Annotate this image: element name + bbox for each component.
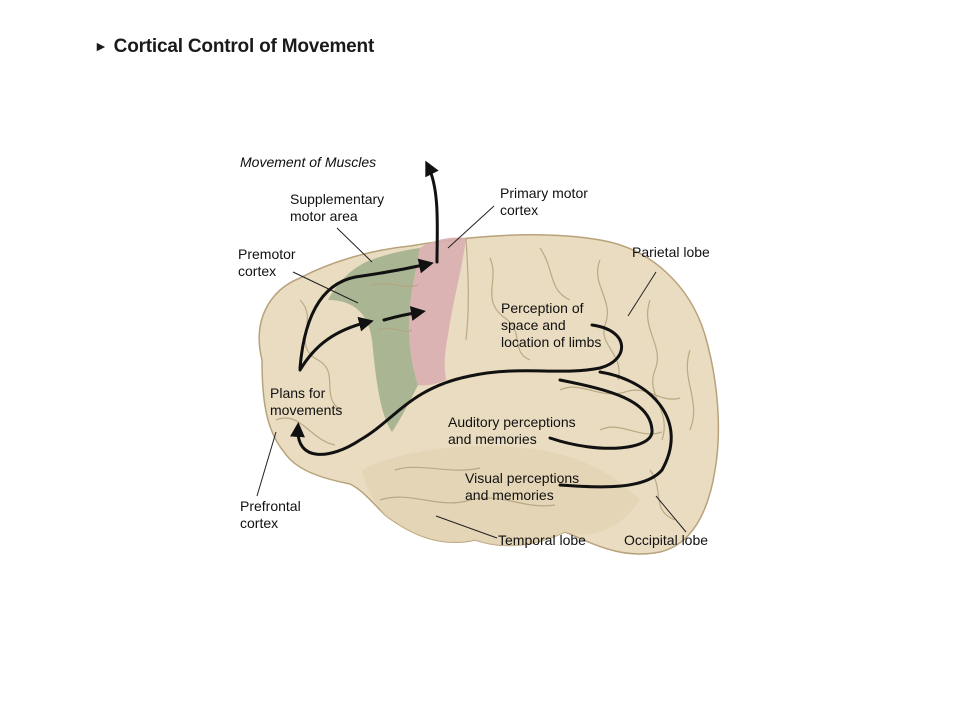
label-parietal-lobe: Parietal lobe (632, 244, 710, 260)
label-temporal-lobe: Temporal lobe (498, 532, 586, 548)
label-auditory-perceptions: Auditory perceptions and memories (448, 414, 576, 447)
label-visual-perceptions: Visual perceptions and memories (465, 470, 580, 503)
premotor-region (328, 248, 420, 432)
label-occipital-lobe: Occipital lobe (624, 532, 709, 548)
label-prefrontal-cortex: Prefrontal cortex (240, 498, 301, 531)
title-text: Cortical Control of Movement (113, 36, 375, 57)
label-primary-motor-cortex: Primary motor cortex (500, 185, 588, 218)
arrow-perceptions-to-plans (289, 323, 623, 456)
leader-lines (256, 205, 687, 539)
label-plans-for-movements: Plans for movements (270, 385, 343, 418)
label-perception-space: Perception of space and location of limb… (501, 300, 602, 350)
gyrus-lines (275, 237, 695, 521)
label-premotor-cortex: Premotor cortex (238, 246, 296, 279)
arrow-visual-loop (558, 370, 673, 489)
motor-cortex-region (409, 237, 466, 386)
arrow-auditory-loop (548, 378, 654, 450)
pathway-arrows (289, 160, 673, 489)
arrow-plans-to-supplementary (298, 258, 434, 370)
temporal-lobe-shading (362, 446, 640, 546)
label-movement-of-muscles: Movement of Muscles (240, 154, 377, 170)
bullet-triangle-icon: ► (94, 38, 108, 54)
arrow-plans-to-premotor (298, 316, 374, 372)
arrow-to-muscles (425, 160, 439, 264)
page-title: ► Cortical Control of Movement (94, 36, 374, 58)
arrow-premotor-to-motor (382, 306, 426, 322)
label-supplementary-motor-area: Supplementary motor area (290, 191, 385, 224)
